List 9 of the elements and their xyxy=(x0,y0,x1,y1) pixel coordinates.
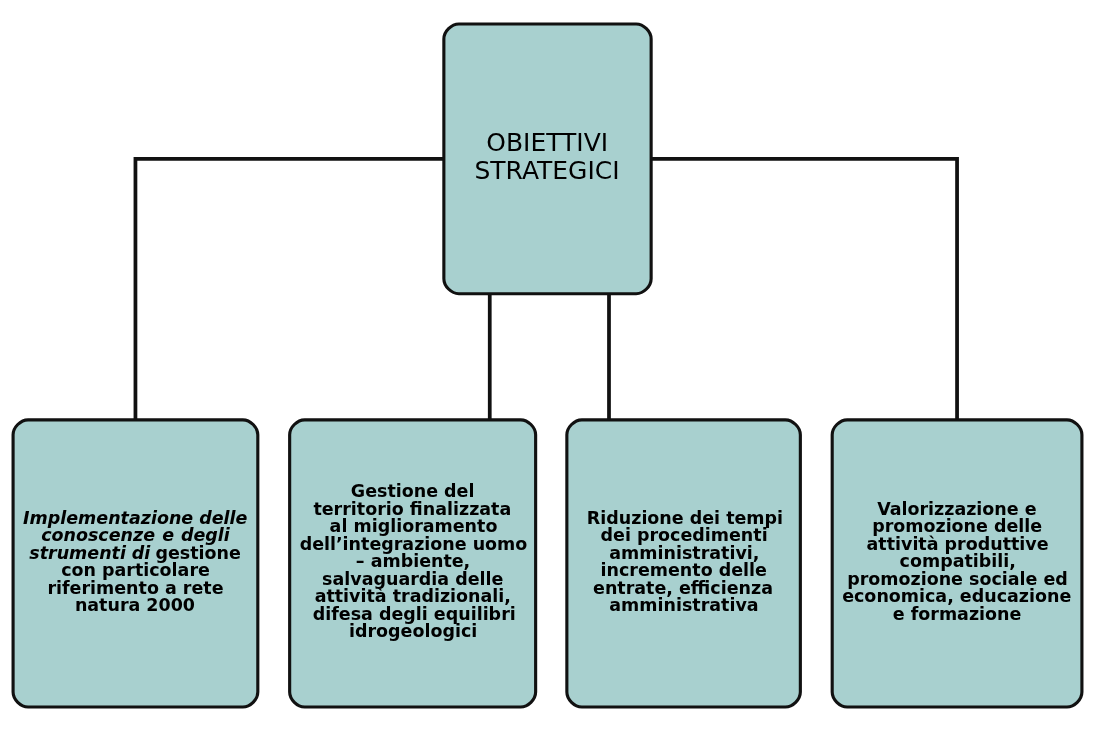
node-box: Valorizzazione e promozione delle attività produttive compatibili, promozione sociale ed economica, educazione e formazione xyxy=(830,417,1084,709)
node-box: Gestione del territorio finalizzata al miglioramento dell’integrazione uomo – ambiente, salvaguardia delle attività tradizionali, difesa degli equilibri idrogeologici xyxy=(288,417,538,709)
connector xyxy=(607,293,611,420)
connector xyxy=(133,156,444,420)
connector xyxy=(651,156,959,420)
node-box: Riduzione dei tempi dei procedimenti amministrativi, incremento delle entrate, efficienza amministrativa xyxy=(565,417,802,709)
connector xyxy=(487,293,492,420)
node-box: Implementazione delle conoscenze e degli strumenti di gestione con particolare riferimento a rete natura 2000 xyxy=(11,417,260,709)
node-box: OBIETTIVI STRATEGICI xyxy=(442,21,653,295)
